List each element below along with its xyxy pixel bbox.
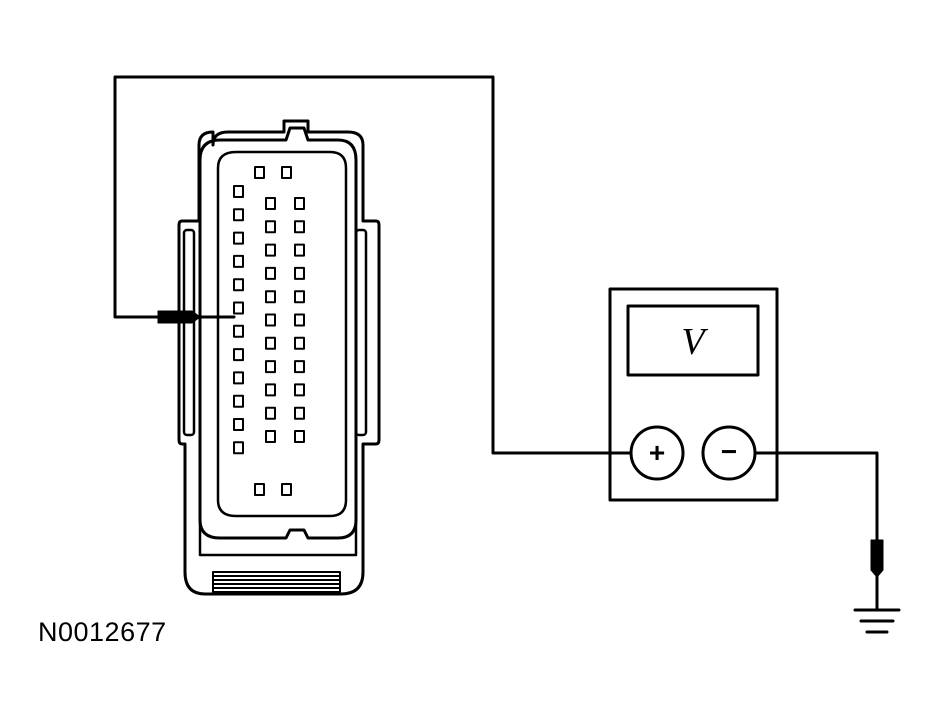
pin-cavity: [281, 483, 292, 496]
meter-body: [608, 287, 779, 502]
pin-cavity: [265, 383, 276, 397]
ground-icon: [853, 608, 901, 634]
pin-cavity: [265, 406, 276, 420]
pin-cavity: [265, 197, 276, 210]
pin-cavity: [294, 220, 305, 234]
pin-cavity: [294, 360, 305, 374]
pin-cavity: [265, 313, 276, 327]
pin-cavity: [233, 371, 244, 385]
connector-inner-frame: [198, 126, 358, 540]
connector-pin-face: [216, 150, 348, 518]
pin-cavity: [265, 243, 276, 257]
pin-cavity: [265, 290, 276, 304]
ground-lead-wire: [753, 451, 879, 542]
pin-cavity: [265, 430, 276, 443]
ground-probe: [870, 539, 884, 612]
pin-cavity: [294, 197, 305, 210]
pin-cavity: [233, 324, 244, 338]
probe-tip: [157, 310, 201, 324]
pin-cavity: [294, 383, 305, 397]
negative-terminal-label: −: [721, 436, 737, 467]
pin-cavity: [233, 278, 244, 292]
meter-negative-terminal[interactable]: [701, 425, 757, 481]
pin-cavity: [294, 266, 305, 280]
connector-left-tab: [182, 228, 196, 437]
pin-cavity: [233, 254, 244, 268]
back-probe: [157, 310, 236, 324]
connector: [177, 119, 381, 596]
meter-display-symbol: V: [681, 321, 708, 363]
pin-cavity: [294, 290, 305, 304]
connector-latch-ribs: [212, 571, 341, 593]
pin-cavity: [233, 301, 244, 315]
pin-cavity: [233, 185, 244, 198]
latch-block: [212, 571, 341, 593]
pin-cavity: [233, 418, 244, 431]
connector-pins: [233, 166, 305, 496]
pin-cavity: [233, 348, 244, 362]
pin-cavity: [294, 336, 305, 350]
pin-cavity: [233, 231, 244, 245]
pin-cavity: [294, 406, 305, 420]
pin-cavity: [294, 243, 305, 257]
pin-cavity: [294, 313, 305, 327]
positive-terminal-label: +: [649, 437, 665, 468]
pin-cavity: [265, 266, 276, 280]
meter-positive-terminal[interactable]: [629, 425, 685, 481]
pin-cavity: [294, 430, 305, 443]
connector-skirt: [198, 518, 358, 557]
ground-probe-tip: [870, 539, 884, 578]
pin-cavity: [265, 220, 276, 234]
pin-cavity: [233, 394, 244, 408]
pin-cavity: [233, 208, 244, 222]
pin-cavity: [254, 483, 265, 496]
connector-housing: [177, 119, 381, 596]
probe-lead-wire: [113, 75, 632, 455]
pin-cavity: [254, 166, 265, 179]
multimeter: V + −: [608, 287, 779, 502]
pin-cavity: [265, 360, 276, 374]
pin-cavity: [281, 166, 292, 179]
meter-display: [626, 304, 760, 377]
pin-cavity: [265, 336, 276, 350]
figure-id: N0012677: [38, 617, 167, 647]
pin-cavity: [233, 441, 244, 455]
